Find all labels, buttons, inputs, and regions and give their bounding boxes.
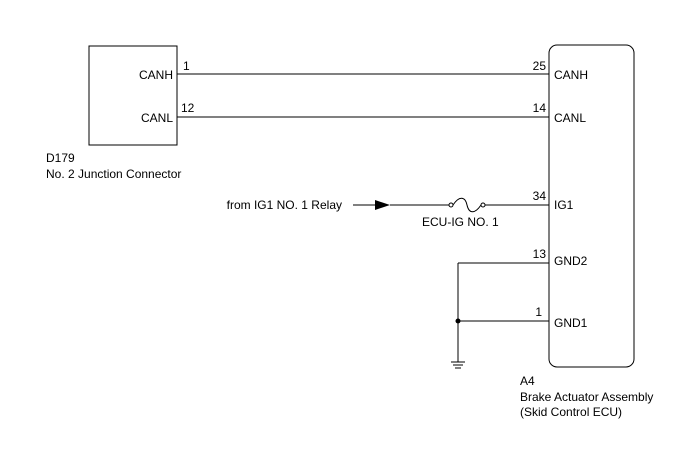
ground-junction-dot (455, 318, 461, 324)
brake-actuator-name-sub: (Skid Control ECU) (520, 405, 622, 419)
junction-connector-code: D179 (46, 151, 75, 165)
junction-connector-canl-signal: CANL (141, 111, 173, 125)
brake-actuator-ig1-pin: 34 (533, 189, 547, 203)
brake-actuator-canl-signal: CANL (554, 111, 586, 125)
junction-connector-canl-pin: 12 (181, 101, 195, 115)
ground-icon (451, 361, 465, 369)
brake-actuator-gnd2-signal: GND2 (554, 254, 588, 268)
fuse-left-terminal (448, 202, 454, 208)
brake-actuator-canh-pin: 25 (533, 59, 547, 73)
fuse-icon (452, 197, 482, 213)
junction-connector-box (88, 45, 178, 146)
power-flow-arrow-icon (375, 200, 390, 210)
brake-actuator-name: Brake Actuator Assembly (520, 390, 653, 404)
fuse-right-terminal (480, 202, 486, 208)
power-source-label: from IG1 NO. 1 Relay (227, 198, 342, 212)
brake-actuator-box (548, 44, 635, 368)
brake-actuator-gnd1-signal: GND1 (554, 316, 588, 330)
brake-actuator-gnd2-pin: 13 (533, 247, 547, 261)
brake-actuator-gnd1-pin: 1 (535, 305, 542, 319)
brake-actuator-code: A4 (520, 374, 535, 388)
brake-actuator-ig1-signal: IG1 (554, 198, 574, 212)
brake-actuator-canl-pin: 14 (533, 101, 547, 115)
fuse-label: ECU-IG NO. 1 (422, 215, 499, 229)
junction-connector-canh-pin: 1 (183, 59, 190, 73)
junction-connector-canh-signal: CANH (139, 68, 173, 82)
junction-connector-name: No. 2 Junction Connector (46, 167, 181, 181)
brake-actuator-canh-signal: CANH (554, 68, 588, 82)
